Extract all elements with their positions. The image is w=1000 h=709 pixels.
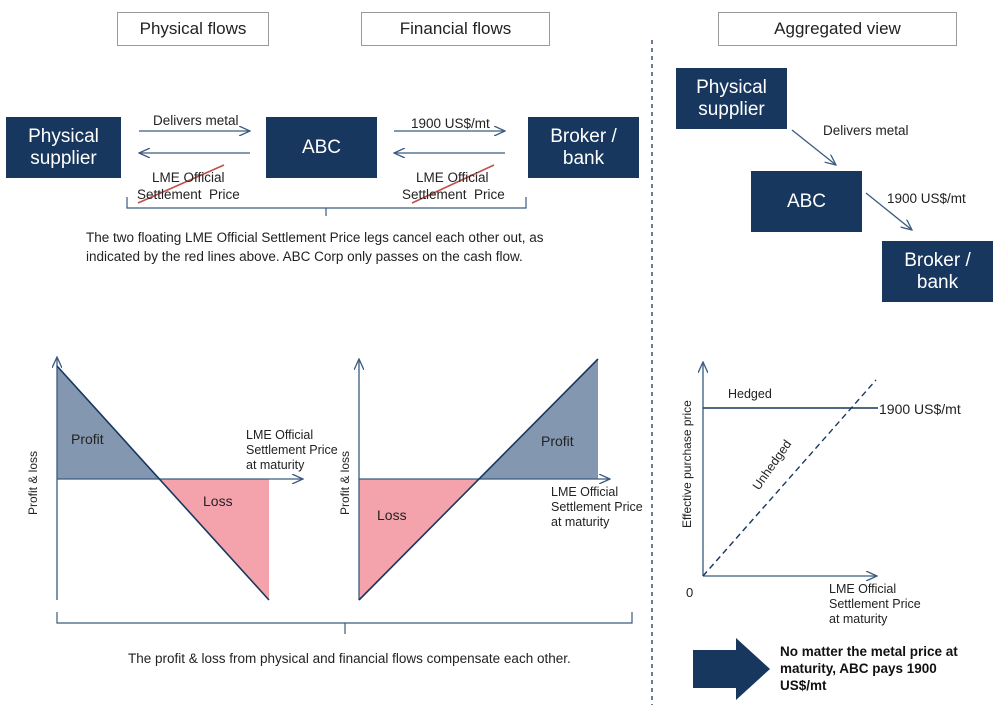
pl1-payoff-line [56,365,270,601]
label-lme-right-2: Settlement Price [402,187,505,202]
price-x-title-1: LME Official [829,582,897,596]
price-level-label: 1900 US$/mt [879,401,961,417]
agg-box-physical-supplier: Physical supplier [676,68,787,129]
label-price-top: 1900 US$/mt [411,116,490,131]
pl1-x-title-2: Settlement Price [246,443,338,457]
conclusion-text: No matter the metal price at maturity, A… [780,644,958,693]
brace-top [126,197,527,216]
note-compensate: The profit & loss from physical and fina… [128,651,571,666]
price-unhedged-line [702,379,877,577]
agg-label-price: 1900 US$/mt [887,191,966,206]
conclusion-arrow [693,638,770,700]
price-y-title: Effective purchase price [680,400,694,528]
pl1-profit-label: Profit [71,431,104,447]
pl2-profit-label: Profit [541,433,574,449]
agg-box-physical-supplier-label: Physical supplier [696,76,767,120]
agg-arrow-abc-broker [865,192,912,230]
pl1-x-title-3: at maturity [246,458,305,472]
label-lme-right-1: LME Official [416,170,489,185]
box-abc-label: ABC [301,136,342,158]
agg-box-broker-bank: Broker / bank [882,241,993,302]
label-lme-left-2: Settlement Price [137,187,240,202]
box-broker-bank-label: Broker / bank [550,125,617,169]
box-broker-bank: Broker / bank [528,117,639,178]
agg-arrow-supplier-abc [791,129,836,165]
header-aggregated-view: Aggregated view [718,12,957,46]
cancel-line-left [137,164,225,204]
header-physical-flows: Physical flows [117,12,269,46]
label-delivers-metal: Delivers metal [153,113,239,128]
pl2-x-title-1: LME Official [551,485,619,499]
price-x-title-2: Settlement Price [829,597,921,611]
pl2-x-title-3: at maturity [551,515,610,529]
agg-box-abc-label: ABC [786,190,827,212]
brace-bottom [56,612,633,634]
note-cancel: The two floating LME Official Settlement… [86,230,544,264]
box-physical-supplier-label: Physical supplier [28,125,99,169]
agg-box-abc: ABC [751,171,862,232]
pl1-x-title: LME Official Settlement Price at maturit… [246,428,338,473]
price-x-title: LME Official Settlement Price at maturit… [829,582,921,627]
pl1-y-title: Profit & loss [26,450,40,515]
header-financial-flows: Financial flows [361,12,550,46]
cancel-line-right [411,164,495,204]
box-abc: ABC [266,117,377,178]
agg-label-delivers-metal: Delivers metal [823,123,909,138]
pl2-payoff-line [358,358,599,601]
pl2-x-title: LME Official Settlement Price at maturit… [551,485,643,530]
price-origin-label: 0 [686,585,694,600]
pl2-x-title-2: Settlement Price [551,500,643,514]
label-lme-left-1: LME Official [152,170,225,185]
agg-box-broker-bank-label: Broker / bank [904,249,971,293]
pl2-loss-label: Loss [377,507,407,523]
pl2-y-title: Profit & loss [338,450,352,515]
price-hedged-label: Hedged [728,387,772,401]
price-x-title-3: at maturity [829,612,888,626]
pl1-loss-label: Loss [203,493,233,509]
pl1-x-title-1: LME Official [246,428,314,442]
box-physical-supplier: Physical supplier [6,117,121,178]
